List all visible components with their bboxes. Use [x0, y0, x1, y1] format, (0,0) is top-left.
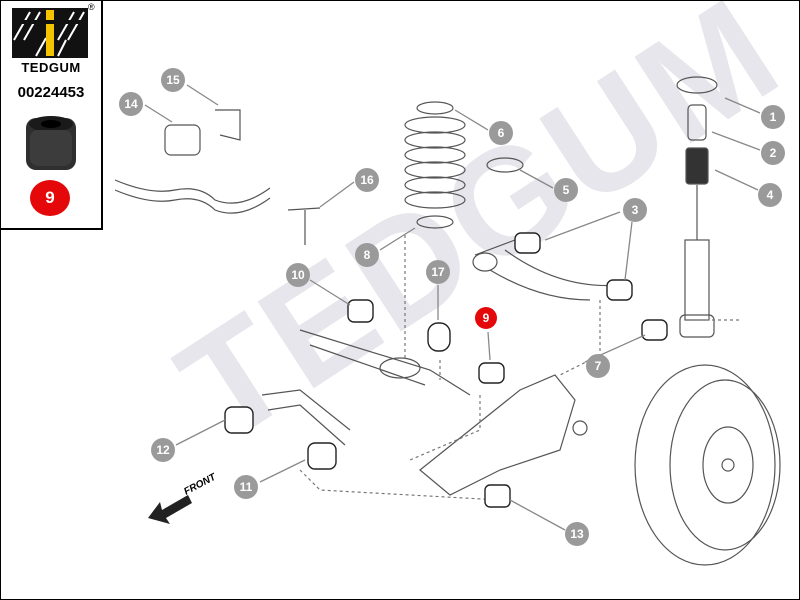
callout-label: 13 [570, 527, 584, 541]
part-number: 00224453 [17, 84, 85, 101]
position-badge: 9 [30, 180, 70, 216]
callout-label: 11 [240, 480, 253, 494]
callout-label: 8 [364, 248, 371, 262]
knuckle [419, 374, 576, 496]
trailing-link [261, 389, 351, 446]
bearing [486, 157, 524, 173]
bushing-3a [514, 232, 541, 254]
callout-13: 13 [565, 522, 589, 546]
coil-spring [404, 116, 466, 209]
callout-11: 11 [234, 475, 258, 499]
stabilizer-bushing [164, 124, 201, 156]
brand-name: TEDGUM [21, 60, 81, 75]
callout-circle [355, 168, 379, 192]
bracket [215, 109, 241, 141]
callout-14: 14 [119, 92, 143, 116]
callout-label: 3 [632, 203, 639, 217]
callout-6: 6 [489, 121, 513, 145]
callout-5: 5 [554, 178, 578, 202]
bushing-photo [26, 116, 76, 170]
callout-circle [565, 522, 589, 546]
bushing-13 [484, 484, 511, 508]
callout-circle [161, 68, 185, 92]
lower-arm [299, 329, 471, 396]
callout-circle [151, 438, 175, 462]
callout-circle [234, 475, 258, 499]
callout-circle [554, 178, 578, 202]
callout-label: 2 [770, 146, 777, 160]
spring-seat-bottom [416, 215, 454, 229]
bushing-10 [347, 299, 374, 323]
callout-9: 9 [475, 307, 497, 329]
shock-absorber [676, 76, 718, 338]
callout-4: 4 [758, 183, 782, 207]
callout-circle [475, 307, 497, 329]
callout-circle [761, 141, 785, 165]
spring-seat-top [416, 101, 454, 115]
bushing-7 [641, 319, 668, 341]
callout-circle [758, 183, 782, 207]
callout-10: 10 [286, 263, 310, 287]
registered-mark: ® [88, 2, 95, 12]
callout-circle [355, 243, 379, 267]
callout-12: 12 [151, 438, 175, 462]
callout-7: 7 [586, 354, 610, 378]
bump-stop-17 [427, 322, 451, 352]
callout-3: 3 [623, 198, 647, 222]
callout-label: 6 [498, 126, 505, 140]
callout-circle [586, 354, 610, 378]
callout-circle [286, 263, 310, 287]
callout-label: 5 [563, 183, 570, 197]
front-arrow-icon [148, 495, 192, 524]
bushing-11 [307, 442, 337, 470]
callout-label: 4 [767, 188, 774, 202]
callout-15: 15 [161, 68, 185, 92]
callout-circle [489, 121, 513, 145]
callout-circle [761, 105, 785, 129]
product-panel: ® TEDGUM 00224453 9 [0, 0, 103, 230]
callout-label: 7 [595, 359, 602, 373]
callout-1: 1 [761, 105, 785, 129]
callout-label: 15 [166, 73, 180, 87]
bushings [224, 232, 668, 508]
callout-17: 17 [426, 260, 450, 284]
callout-label: 14 [124, 97, 138, 111]
bushing-9 [478, 362, 505, 384]
callout-label: 12 [156, 443, 170, 457]
callout-label: 1 [770, 110, 777, 124]
callout-circle [119, 92, 143, 116]
bushing-3b [606, 279, 633, 301]
stabilizer-bar [114, 179, 271, 204]
callout-16: 16 [355, 168, 379, 192]
callout-2: 2 [761, 141, 785, 165]
tedgum-logo [12, 8, 88, 58]
callout-label: 17 [431, 265, 445, 279]
callout-label: 10 [291, 268, 305, 282]
callout-circle [426, 260, 450, 284]
callout-label: 9 [483, 311, 490, 325]
stabilizer-link [287, 207, 321, 245]
wheel [634, 364, 781, 566]
callout-label: 16 [360, 173, 374, 187]
callout-8: 8 [355, 243, 379, 267]
callout-circle [623, 198, 647, 222]
